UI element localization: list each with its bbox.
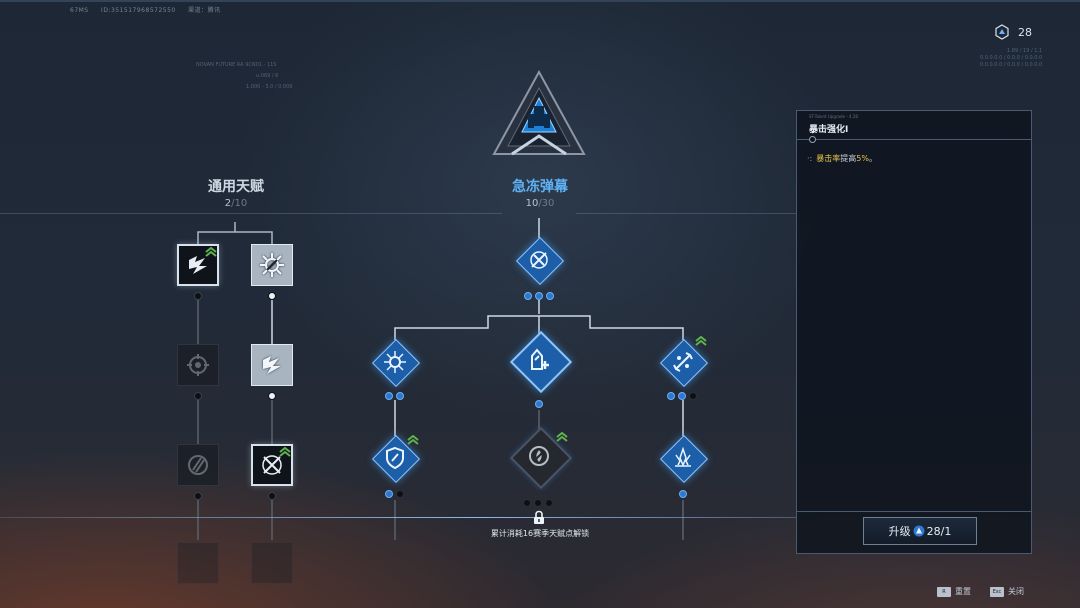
upgrade-cost: 28/1 (926, 524, 952, 538)
talent-point-value: 28 (1018, 25, 1032, 39)
deco-text-left: NOVAN FUTURE RA 9CN01 - 11S u.069 / 6 1.… (196, 62, 293, 90)
dragon-slash-icon (263, 356, 281, 374)
target-flame-icon (529, 446, 549, 466)
branch-title-general: 通用天赋 (208, 179, 264, 195)
panel-header: ST-Talent Upgrade - 4.28 暴击强化I (797, 111, 1031, 143)
panel-divider (797, 511, 1031, 512)
upgrade-available-icon (407, 435, 419, 445)
close-label: 关闭 (1008, 587, 1024, 596)
node-pips (194, 292, 202, 300)
node-pips (385, 392, 404, 400)
player-id-text: ID:351517968572550 (101, 7, 176, 14)
deco-text-right: 1.89 / 19 / 1.1 0.0.0.0.0 / 0.0.0 / 0.0.… (980, 48, 1043, 68)
talent-point-counter: 28 (994, 24, 1032, 40)
talent-node-freeze-right-1[interactable] (659, 338, 709, 388)
talent-node-general-8[interactable] (251, 542, 293, 584)
latency-text: 67MS (70, 7, 89, 14)
upgrade-available-icon (695, 336, 707, 346)
talent-node-freeze-left-2[interactable] (371, 434, 421, 484)
season-unlock-line (0, 517, 796, 518)
talent-description: ·:暴击率提高5%。 (807, 154, 877, 163)
lock-icon (534, 510, 544, 524)
upgrade-available-icon (205, 247, 217, 257)
node-pips (268, 492, 276, 500)
talent-node-general-2[interactable] (251, 244, 293, 286)
talent-node-general-5[interactable] (177, 444, 219, 486)
node-pips (194, 492, 202, 500)
talent-node-freeze-right-2[interactable] (659, 434, 709, 484)
ice-shatter-icon (673, 352, 693, 372)
channel-text: 渠道：腾讯 (188, 7, 221, 14)
talent-node-general-4[interactable] (251, 344, 293, 386)
node-pips (667, 392, 697, 400)
upgrade-button[interactable]: 升级 28/1 (863, 517, 977, 545)
bullet-spiral-icon (188, 455, 208, 475)
talent-node-freeze-root[interactable] (515, 236, 565, 286)
bullet-plus-icon (531, 348, 549, 370)
talent-node-general-6[interactable] (251, 444, 293, 486)
reset-key: R (937, 586, 951, 597)
shield-strike-icon (386, 446, 404, 470)
season-unlock-hint: 累计消耗16赛季天赋点解锁 (490, 529, 590, 538)
talent-point-icon (913, 525, 925, 537)
crosshair-icon (187, 354, 209, 376)
node-pips (535, 400, 543, 408)
talent-node-freeze-left-1[interactable] (371, 338, 421, 388)
dragon-slash-icon (189, 256, 207, 274)
node-pips (385, 490, 404, 498)
talent-node-general-7[interactable] (177, 542, 219, 584)
talent-point-icon (995, 24, 1009, 40)
frost-burst-icon (384, 351, 406, 373)
talent-detail-panel: ST-Talent Upgrade - 4.28 暴击强化I ·:暴击率提高5%… (796, 110, 1032, 554)
node-pips (679, 490, 687, 498)
upgrade-label: 升级 (888, 525, 911, 538)
talent-node-general-1[interactable] (177, 244, 219, 286)
top-border (0, 0, 1080, 2)
node-pips (523, 499, 553, 507)
branch-emblem-icon (492, 70, 586, 156)
upgrade-available-icon (279, 447, 291, 457)
crossed-bullets-icon (262, 455, 282, 475)
node-pips (268, 292, 276, 300)
reset-hint[interactable]: R 重置 (937, 586, 971, 597)
talent-node-freeze-center-2[interactable] (509, 426, 573, 490)
talent-node-freeze-center-1[interactable] (509, 330, 573, 394)
panel-tag: ST-Talent Upgrade - 4.28 (809, 114, 858, 119)
talent-name: 暴击强化I (809, 125, 849, 135)
system-info: 67MS ID:351517968572550 渠道：腾讯 (70, 5, 231, 14)
close-hint[interactable]: Esc 关闭 (990, 586, 1024, 597)
divider-left (0, 213, 502, 214)
node-pips (194, 392, 202, 400)
node-pips (524, 292, 554, 300)
branch-count-freeze: 10/30 (525, 198, 555, 209)
spiked-burst-icon (260, 253, 284, 277)
close-key: Esc (990, 586, 1004, 597)
branch-title-freeze: 急冻弹幕 (512, 179, 568, 195)
talent-level-pip (809, 136, 816, 143)
crossed-bullets-icon (530, 251, 548, 269)
divider-right (576, 213, 796, 214)
node-pips (268, 392, 276, 400)
upgrade-available-icon (556, 432, 568, 442)
ice-crystal-icon (675, 446, 691, 467)
branch-count-general: 2/10 (224, 198, 248, 209)
reset-label: 重置 (955, 587, 971, 596)
talent-node-general-3[interactable] (177, 344, 219, 386)
